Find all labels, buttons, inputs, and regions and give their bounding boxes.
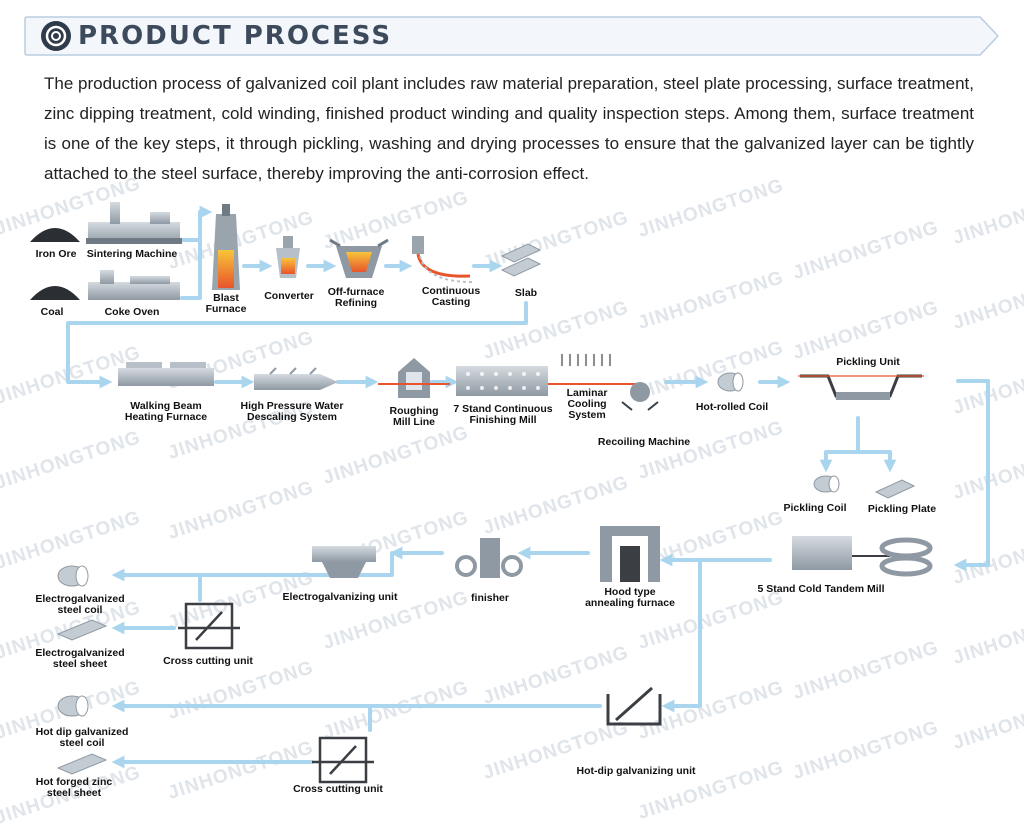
label-pickling-unit: Pickling Unit xyxy=(836,356,900,368)
label-electrogalvanizing-unit: Electrogalvanizing unit xyxy=(282,591,398,603)
hot-forged-zinc-sheet xyxy=(56,753,108,775)
label-pickling-coil: Pickling Coil xyxy=(783,502,847,514)
label-finisher: finisher xyxy=(471,592,509,604)
label-sintering-machine: Sintering Machine xyxy=(86,248,178,260)
label-iron-ore: Iron Ore xyxy=(35,248,77,260)
hot-dip-coil xyxy=(57,695,89,717)
pickling-coil xyxy=(813,475,840,493)
label-recoiling-machine: Recoiling Machine xyxy=(597,436,691,448)
label-hot-dip-galvanizing-unit: Hot-dip galvanizing unit xyxy=(576,765,696,777)
electrogalvanized-sheet xyxy=(56,619,108,641)
slab-stack xyxy=(500,243,542,277)
page-title: PRODUCT PROCESS xyxy=(78,21,393,51)
cross-cutting-unit-1 xyxy=(178,602,240,650)
laminar-cooling xyxy=(548,354,636,385)
iron-ore-pile xyxy=(30,228,80,242)
blast-furnace xyxy=(212,204,240,290)
label-slab: Slab xyxy=(514,287,538,299)
pickling-unit xyxy=(798,374,924,400)
electrogalvanizing-machine xyxy=(312,546,376,578)
converter-vessel xyxy=(276,236,300,278)
finishing-mill xyxy=(456,366,548,396)
label-cross-cutting-unit-1: Cross cutting unit xyxy=(163,655,253,667)
label-hot-rolled-coil: Hot-rolled Coil xyxy=(695,401,769,413)
roughing-mill xyxy=(378,358,450,398)
flow-lines xyxy=(66,205,990,769)
label-coal: Coal xyxy=(40,306,64,318)
coal-pile xyxy=(30,286,80,300)
hood-annealing-furnace xyxy=(600,526,660,582)
coke-oven xyxy=(88,270,180,300)
label-cross-cutting-unit-2: Cross cutting unit xyxy=(293,783,383,795)
descaling-system xyxy=(254,367,338,390)
hot-dip-galvanizing-machine xyxy=(606,686,662,726)
electrogalvanized-coil xyxy=(57,565,89,587)
ladle-furnace xyxy=(329,238,389,278)
label-pickling-plate: Pickling Plate xyxy=(867,503,937,515)
intro-paragraph: The production process of galvanized coi… xyxy=(44,74,974,183)
continuous-caster xyxy=(412,236,473,283)
finisher-machine xyxy=(455,538,523,578)
label-coke-oven: Coke Oven xyxy=(104,306,160,318)
recoiling-machine xyxy=(621,382,659,411)
pickling-plate xyxy=(874,479,916,499)
process-flow-diagram xyxy=(30,202,990,784)
label-cold-tandem-mill: 5 Stand Cold Tandem Mill xyxy=(757,583,885,595)
sintering-machine xyxy=(86,202,182,244)
header-banner xyxy=(24,16,1000,56)
cross-cutting-unit-2 xyxy=(312,736,374,784)
coil-icon xyxy=(45,25,67,47)
label-converter: Converter xyxy=(264,290,314,302)
cold-tandem-mill xyxy=(792,536,933,577)
hot-rolled-coil xyxy=(717,372,744,392)
walking-beam-furnace xyxy=(118,362,214,386)
